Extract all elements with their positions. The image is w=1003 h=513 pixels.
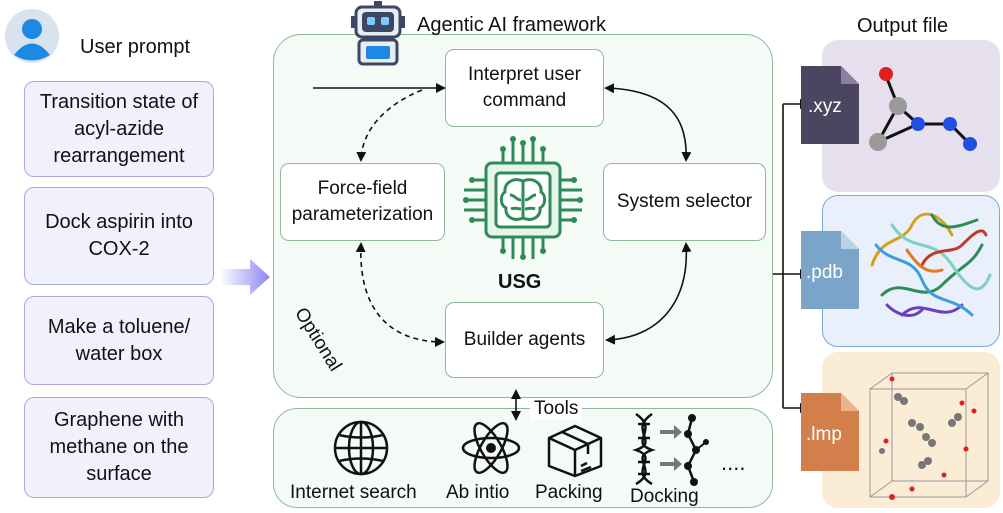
molecule-image bbox=[860, 62, 985, 162]
dna-docking-icon bbox=[630, 412, 712, 486]
xyz-file-label: .xyz bbox=[808, 96, 842, 117]
interpret-command-node: Interpret user command bbox=[445, 49, 604, 127]
output-title: Output file bbox=[857, 15, 949, 37]
output-bracket bbox=[773, 103, 800, 409]
user-prompt-title: User prompt bbox=[80, 36, 191, 58]
user-avatar-icon bbox=[4, 8, 60, 64]
xyz-file-icon bbox=[801, 66, 859, 144]
robot-icon bbox=[350, 0, 406, 66]
builder-agents-node: Builder agents bbox=[445, 302, 604, 378]
prompt-acyl-azide: Transition state of acyl-azide rearrange… bbox=[24, 81, 214, 177]
lmp-file-label: .lmp bbox=[806, 424, 842, 445]
atom-icon bbox=[459, 416, 523, 480]
forcefield-builder-connector bbox=[355, 242, 445, 347]
selector-builder-connector bbox=[605, 242, 692, 345]
framework-title: Agentic AI framework bbox=[417, 14, 606, 36]
prompt-toluene-water: Make a toluene/ water box bbox=[24, 296, 214, 385]
tool-docking: Docking bbox=[630, 486, 699, 507]
package-icon bbox=[545, 422, 605, 478]
lmp-file-icon bbox=[801, 393, 859, 471]
tool-packing: Packing bbox=[535, 482, 603, 503]
interpret-forcefield-connector bbox=[356, 89, 423, 162]
simulation-box-image bbox=[862, 365, 996, 505]
system-selector-node: System selector bbox=[603, 163, 766, 241]
tools-label: Tools bbox=[530, 398, 583, 420]
prompt-dock-aspirin: Dock aspirin into COX-2 bbox=[24, 187, 214, 285]
usg-label: USG bbox=[498, 271, 542, 293]
protein-image bbox=[862, 205, 996, 335]
interpret-selector-connector bbox=[604, 83, 692, 162]
globe-icon bbox=[331, 418, 391, 478]
forcefield-node: Force-field parameterization bbox=[280, 163, 445, 241]
tool-internet-search: Internet search bbox=[290, 482, 417, 503]
pdb-file-label: .pdb bbox=[806, 262, 843, 283]
prompt-graphene-methane: Graphene with methane on the surface bbox=[24, 397, 214, 498]
usg-core-icon bbox=[458, 135, 588, 265]
more-tools: .... bbox=[721, 450, 746, 475]
input-arrow bbox=[220, 257, 272, 297]
pdb-file-icon bbox=[801, 231, 859, 309]
tool-ab-initio: Ab intio bbox=[446, 482, 510, 503]
